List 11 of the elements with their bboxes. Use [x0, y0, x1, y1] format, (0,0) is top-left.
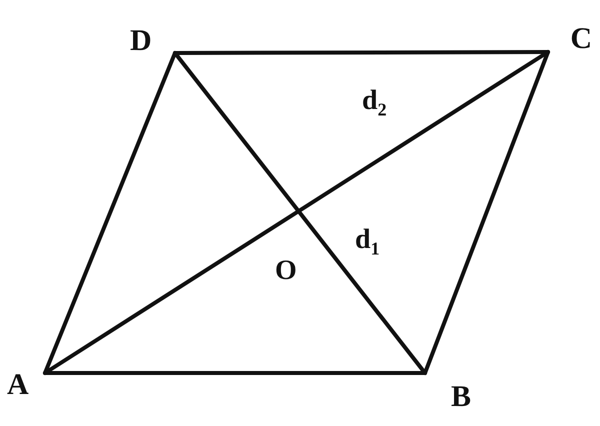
vertex-label: A: [5, 358, 49, 402]
line-segment: [43, 50, 550, 375]
vertex-label: C: [548, 22, 594, 60]
vertex-label: B: [425, 372, 473, 414]
point-label: d$_{2}$: [362, 86, 387, 122]
vertex-label: D: [128, 24, 179, 58]
line-segment: [173, 51, 427, 375]
line-segment: [173, 50, 550, 55]
point-label: O: [275, 256, 297, 286]
point-label: d$_{1}$: [355, 225, 380, 261]
line-segment: [43, 371, 427, 375]
